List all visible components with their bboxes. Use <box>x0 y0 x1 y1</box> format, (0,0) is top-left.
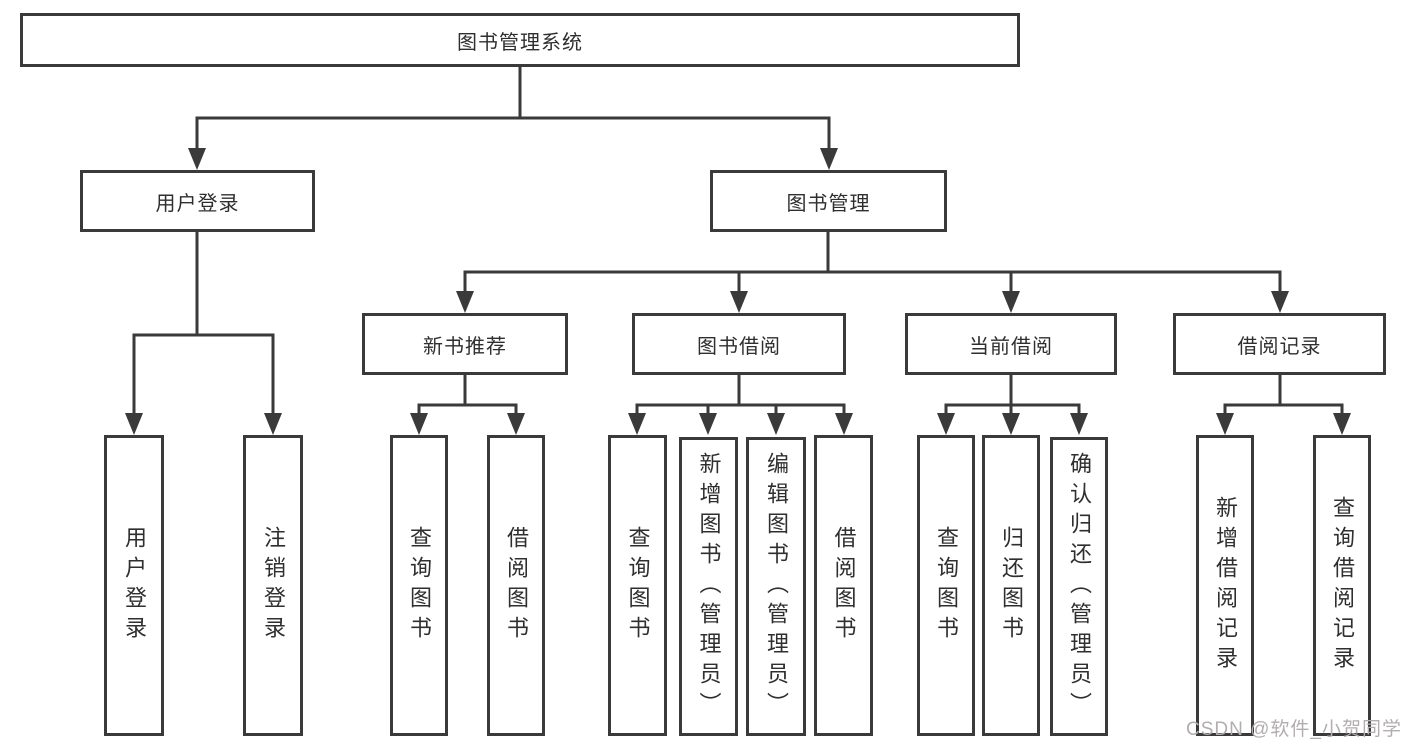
arrow-down-icon <box>456 291 474 313</box>
node-current-borrow: 当前借阅 <box>905 313 1117 375</box>
leaf-query-books-2: 查询图书 <box>608 435 667 736</box>
node-book-management: 图书管理 <box>710 170 947 232</box>
arrow-down-icon <box>699 413 717 435</box>
leaf-return-books: 归还图书 <box>982 435 1040 736</box>
arrow-down-icon <box>835 413 853 435</box>
leaf-query-books-2-label: 查询图书 <box>625 525 651 646</box>
leaf-query-books-1: 查询图书 <box>390 435 448 736</box>
connector-root <box>195 67 831 164</box>
arrow-down-icon <box>1002 291 1020 313</box>
node-borrow-records-label: 借阅记录 <box>1237 335 1322 358</box>
arrow-down-icon <box>264 413 282 435</box>
arrow-down-icon <box>1002 413 1020 435</box>
leaf-query-books-1-label: 查询图书 <box>407 525 432 646</box>
leaf-edit-books-admin-label: 编辑图书（管理员） <box>764 451 789 722</box>
node-user-login-label: 用户登录 <box>155 192 240 215</box>
connector-new-book <box>417 375 518 429</box>
leaf-confirm-return-admin: 确认归还（管理员） <box>1050 437 1108 736</box>
node-book-borrow: 图书借阅 <box>632 313 846 375</box>
leaf-query-books-3-label: 查询图书 <box>934 525 959 646</box>
leaf-borrow-books-1-label: 借阅图书 <box>504 525 529 646</box>
leaf-borrow-books-2: 借阅图书 <box>814 435 873 736</box>
arrow-down-icon <box>730 291 748 313</box>
leaf-logout: 注销登录 <box>243 435 303 736</box>
leaf-add-books-admin-label: 新增图书（管理员） <box>696 451 722 722</box>
leaf-add-borrow-record-label: 新增借阅记录 <box>1213 495 1238 676</box>
watermark: CSDN @软件_小贺同学 <box>1186 719 1402 740</box>
leaf-edit-books-admin: 编辑图书（管理员） <box>746 437 806 736</box>
leaf-confirm-return-admin-label: 确认归还（管理员） <box>1067 451 1092 722</box>
arrow-down-icon <box>1070 413 1088 435</box>
leaf-query-borrow-record: 查询借阅记录 <box>1313 435 1371 736</box>
arrow-down-icon <box>1271 291 1289 313</box>
connector-book-borrow <box>635 375 846 429</box>
connector-user-login <box>132 232 275 429</box>
leaf-query-books-3: 查询图书 <box>917 435 975 736</box>
leaf-logout-label: 注销登录 <box>261 525 286 646</box>
arrow-down-icon <box>628 413 646 435</box>
arrow-down-icon <box>507 413 525 435</box>
connector-borrow-records <box>1223 375 1344 429</box>
node-root-label: 图书管理系统 <box>457 31 583 54</box>
node-new-book-recommend-label: 新书推荐 <box>423 335 507 358</box>
node-book-borrow-label: 图书借阅 <box>697 335 781 358</box>
leaf-user-login-label: 用户登录 <box>122 525 147 646</box>
leaf-add-borrow-record: 新增借阅记录 <box>1196 435 1254 736</box>
arrowhead-icons <box>125 148 1351 435</box>
node-book-management-label: 图书管理 <box>786 192 871 215</box>
arrow-down-icon <box>1333 413 1351 435</box>
arrow-down-icon <box>820 148 838 170</box>
leaf-return-books-label: 归还图书 <box>999 525 1024 646</box>
arrow-down-icon <box>410 413 428 435</box>
leaf-query-borrow-record-label: 查询借阅记录 <box>1330 495 1355 676</box>
connector-book-management <box>463 232 1282 307</box>
node-root: 图书管理系统 <box>20 13 1020 67</box>
node-current-borrow-label: 当前借阅 <box>969 335 1053 358</box>
leaf-add-books-admin: 新增图书（管理员） <box>679 437 738 736</box>
node-user-login: 用户登录 <box>80 170 315 232</box>
arrow-down-icon <box>767 413 785 435</box>
leaf-borrow-books-2-label: 借阅图书 <box>831 525 857 646</box>
arrow-down-icon <box>188 148 206 170</box>
arrow-down-icon <box>1216 413 1234 435</box>
arrow-down-icon <box>125 413 143 435</box>
leaf-borrow-books-1: 借阅图书 <box>487 435 545 736</box>
arrow-down-icon <box>937 413 955 435</box>
leaf-user-login: 用户登录 <box>104 435 164 736</box>
node-borrow-records: 借阅记录 <box>1173 313 1386 375</box>
node-new-book-recommend: 新书推荐 <box>362 313 568 375</box>
